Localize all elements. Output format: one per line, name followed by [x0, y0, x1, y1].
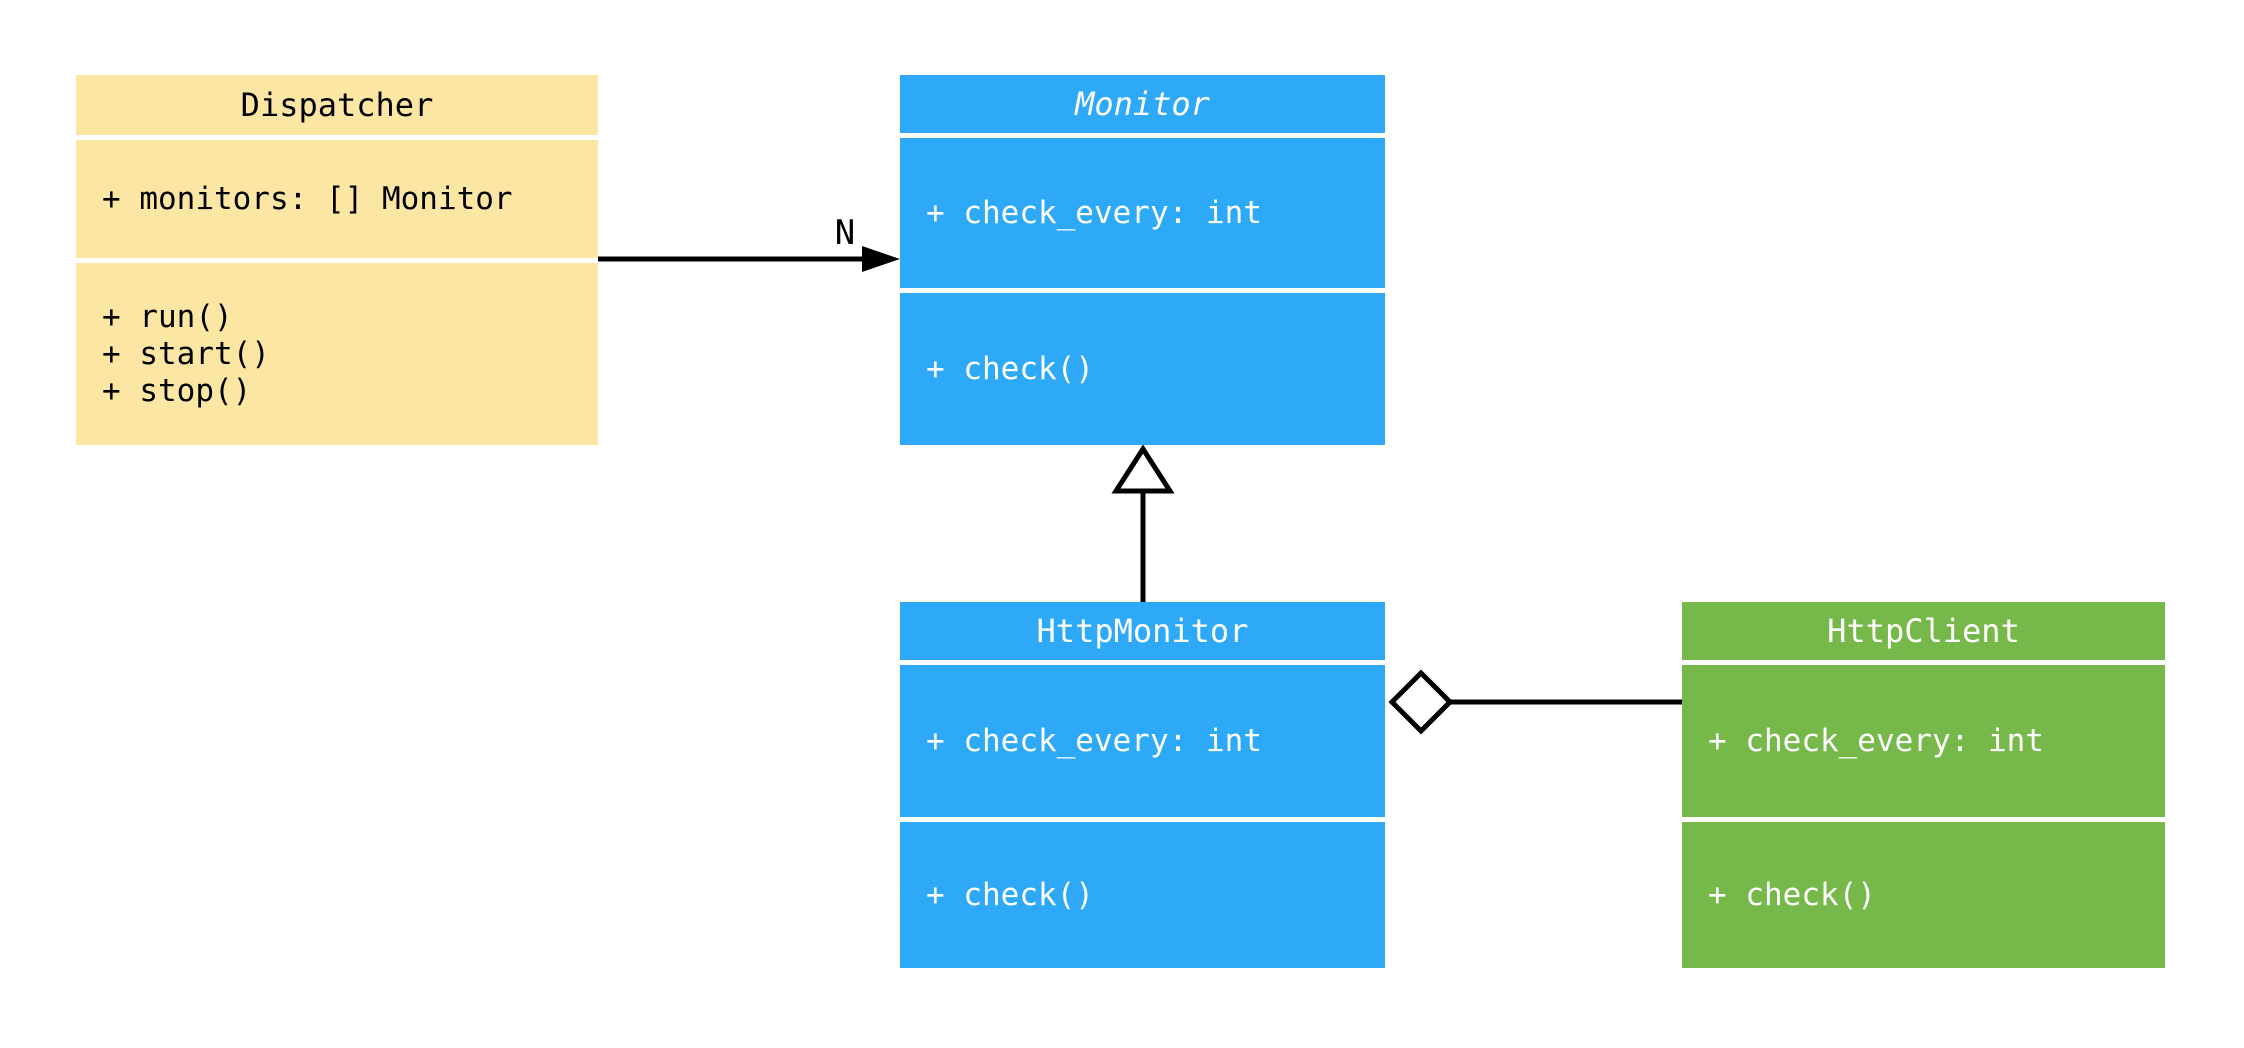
dispatcher-class-title: Dispatcher	[76, 75, 598, 135]
monitor-class-title: Monitor	[900, 75, 1385, 133]
dispatcher-method: + stop()	[102, 372, 252, 409]
inheritance-triangle-icon	[1111, 444, 1175, 494]
dispatcher-attributes-section: + monitors: [] Monitor	[76, 140, 598, 258]
httpmonitor-methods-section: + check()	[900, 822, 1385, 968]
aggregation-httpmonitor-httpclient	[1388, 669, 1682, 735]
class-box-dispatcher: Dispatcher + monitors: [] Monitor + run(…	[76, 75, 598, 445]
httpclient-attribute: + check_every: int	[1708, 722, 2044, 759]
aggregation-diamond-icon	[1388, 669, 1454, 735]
class-box-monitor: Monitor + check_every: int + check()	[900, 75, 1385, 445]
dispatcher-attribute: + monitors: [] Monitor	[102, 180, 513, 217]
httpclient-attributes-section: + check_every: int	[1682, 665, 2165, 817]
httpmonitor-method: + check()	[926, 876, 1094, 913]
class-box-httpmonitor: HttpMonitor + check_every: int + check()	[900, 602, 1385, 968]
monitor-attributes-section: + check_every: int	[900, 138, 1385, 288]
inheritance-httpmonitor-monitor	[1111, 444, 1175, 603]
httpclient-methods-section: + check()	[1682, 822, 2165, 968]
monitor-attribute: + check_every: int	[926, 194, 1262, 231]
association-arrowhead-icon	[862, 246, 900, 272]
multiplicity-n-label: N	[835, 213, 855, 253]
httpmonitor-attributes-section: + check_every: int	[900, 665, 1385, 817]
monitor-methods-section: + check()	[900, 293, 1385, 445]
dispatcher-method: + run()	[102, 298, 233, 335]
association-dispatcher-monitor: N	[598, 213, 900, 272]
httpmonitor-attribute: + check_every: int	[926, 722, 1262, 759]
httpclient-class-title: HttpClient	[1682, 602, 2165, 660]
dispatcher-method: + start()	[102, 335, 270, 372]
httpclient-method: + check()	[1708, 876, 1876, 913]
class-box-httpclient: HttpClient + check_every: int + check()	[1682, 602, 2165, 968]
dispatcher-methods-section: + run() + start() + stop()	[76, 263, 598, 445]
monitor-method: + check()	[926, 350, 1094, 387]
httpmonitor-class-title: HttpMonitor	[900, 602, 1385, 660]
